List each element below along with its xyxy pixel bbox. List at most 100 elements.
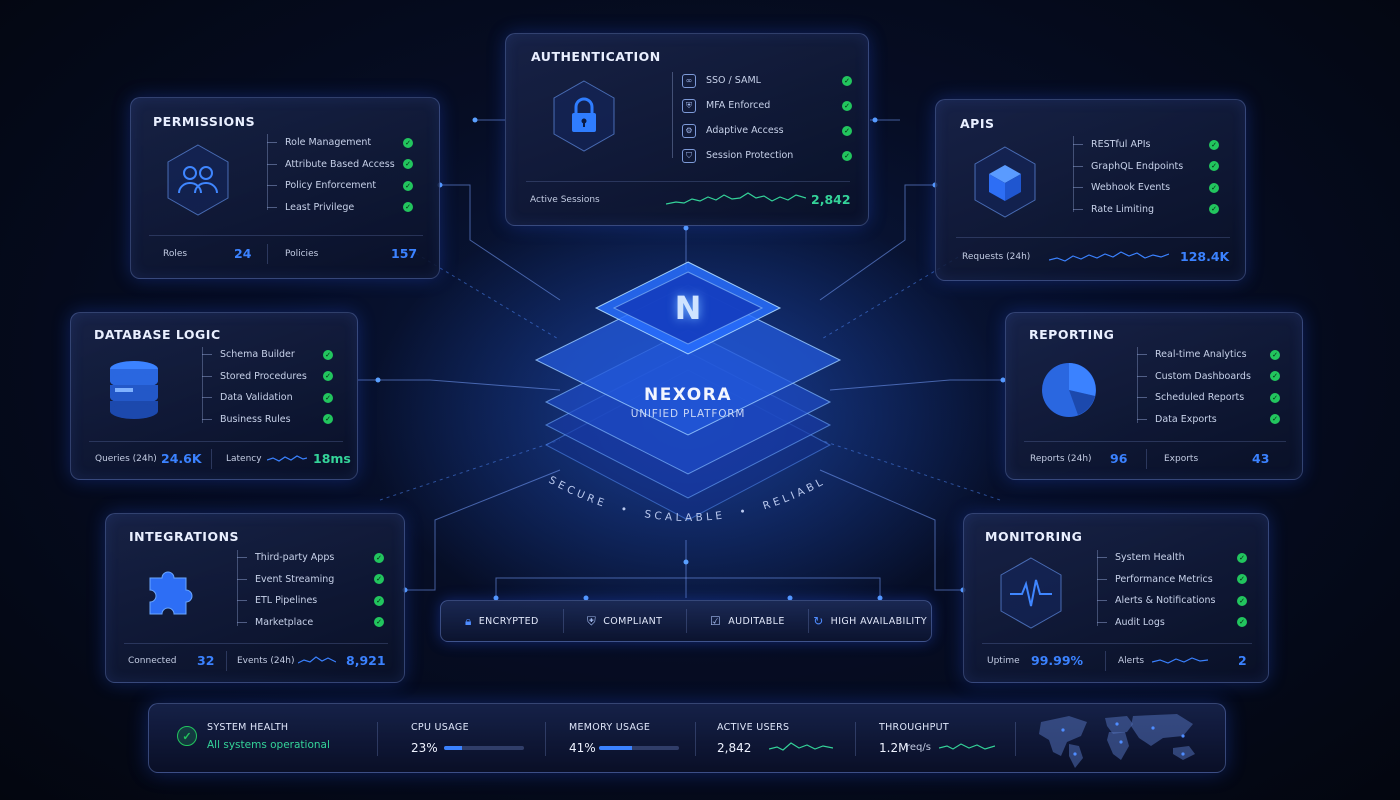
stat-label: Events (24h)	[237, 656, 295, 666]
stat-label: Alerts	[1118, 656, 1145, 666]
database-panel[interactable]: DATABASE LOGIC Schema Builder✓ Stored Pr…	[70, 312, 358, 480]
check-icon: ✓	[1270, 349, 1280, 360]
check-icon: ✓	[1270, 414, 1280, 425]
authentication-panel[interactable]: AUTHENTICATION ∞ SSO / SAML✓ ⛨ MFA Enfor…	[505, 33, 869, 226]
feature-system-health: System Health✓	[1097, 547, 1247, 569]
badge-auditable[interactable]: ☑ AUDITABLE	[687, 609, 810, 633]
memory-label: MEMORY USAGE	[569, 722, 651, 733]
health-label: SYSTEM HEALTH	[207, 722, 289, 733]
feature-least-privilege: Least Privilege✓	[267, 197, 413, 219]
feature-data-exports: Data Exports✓	[1137, 409, 1280, 431]
stat-label: Connected	[128, 656, 177, 666]
refresh-icon: ↻	[813, 614, 824, 628]
pie-chart-icon	[1042, 363, 1096, 417]
reporting-panel[interactable]: REPORTING Real-time Analytics✓ Custom Da…	[1005, 312, 1303, 480]
feature-business-rules: Business Rules✓	[202, 409, 333, 431]
latency-sparkline	[267, 455, 307, 462]
check-icon: ✓	[323, 414, 333, 425]
stat-label: Exports	[1164, 454, 1199, 464]
feature-event-streaming: Event Streaming✓	[237, 569, 384, 591]
events-sparkline	[298, 656, 336, 664]
check-icon: ✓	[374, 617, 384, 628]
connected-value: 32	[197, 653, 215, 668]
users-value: 2,842	[717, 741, 752, 755]
system-status-bar: ✓ SYSTEM HEALTH All systems operational …	[148, 703, 1226, 773]
stat-label: Policies	[285, 249, 319, 259]
link-icon: ∞	[682, 73, 696, 88]
roles-value: 24	[234, 246, 252, 261]
check-icon: ✓	[842, 125, 852, 136]
feature-sso-saml: ∞ SSO / SAML✓	[682, 68, 852, 93]
throughput-unit: req/s	[906, 742, 931, 753]
feature-scheduled-reports: Scheduled Reports✓	[1137, 387, 1280, 409]
check-icon: ✓	[842, 150, 852, 161]
permissions-panel[interactable]: PERMISSIONS Role Management✓ Attribute B…	[130, 97, 440, 279]
events-value: 8,921	[346, 653, 386, 668]
alerts-sparkline	[1152, 657, 1208, 664]
lock-icon: 🔒︎	[464, 613, 472, 628]
puzzle-icon	[149, 571, 193, 615]
check-icon: ✓	[374, 595, 384, 606]
stat-label: Requests (24h)	[962, 252, 1031, 262]
users-icon	[167, 144, 229, 216]
apis-panel[interactable]: APIS RESTful APIs✓ GraphQL Endpoints✓ We…	[935, 99, 1246, 281]
panel-title: DATABASE LOGIC	[94, 327, 221, 342]
feature-audit-logs: Audit Logs✓	[1097, 612, 1247, 634]
latency-value: 18ms	[313, 451, 351, 466]
panel-title: AUTHENTICATION	[531, 49, 661, 64]
check-icon: ✓	[1209, 161, 1219, 172]
stat-label: Active Sessions	[530, 195, 600, 205]
panel-title: PERMISSIONS	[153, 114, 256, 129]
uptime-value: 99.99%	[1031, 653, 1084, 668]
platform-stack	[534, 261, 842, 521]
check-icon: ✓	[1237, 595, 1247, 606]
check-icon: ✓	[1270, 371, 1280, 382]
memory-value: 41%	[569, 741, 596, 755]
badge-compliant[interactable]: ⛨ COMPLIANT	[564, 609, 687, 633]
check-icon: ✓	[323, 371, 333, 382]
panel-title: REPORTING	[1029, 327, 1115, 342]
feature-graphql: GraphQL Endpoints✓	[1073, 156, 1219, 178]
feature-restful-apis: RESTful APIs✓	[1073, 134, 1219, 156]
memory-progress	[599, 746, 679, 750]
badge-encrypted[interactable]: 🔒︎ ENCRYPTED	[441, 609, 564, 633]
feature-policy-enforcement: Policy Enforcement✓	[267, 175, 413, 197]
feature-stored-procedures: Stored Procedures✓	[202, 366, 333, 388]
queries-value: 24.6K	[161, 451, 202, 466]
feature-etl-pipelines: ETL Pipelines✓	[237, 590, 384, 612]
nexora-logo: N	[674, 289, 702, 327]
feature-session-protection: ⛉ Session Protection✓	[682, 143, 852, 168]
stat-label: Roles	[163, 249, 188, 259]
throughput-value: 1.2M	[879, 741, 909, 755]
stat-label: Latency	[226, 454, 262, 464]
sessions-sparkline	[666, 192, 806, 205]
check-icon: ✓	[374, 574, 384, 585]
check-icon: ✓	[1270, 392, 1280, 403]
feature-schema-builder: Schema Builder✓	[202, 344, 333, 366]
check-icon: ✓	[403, 159, 413, 170]
trust-badges-bar: 🔒︎ ENCRYPTED ⛨ COMPLIANT ☑ AUDITABLE ↻ H…	[440, 600, 932, 642]
database-icon	[110, 361, 158, 419]
badge-high-availability[interactable]: ↻ HIGH AVAILABILITY	[813, 614, 928, 628]
check-icon: ✓	[1237, 574, 1247, 585]
shield-key-icon: ⛨	[682, 98, 696, 113]
throughput-label: THROUGHPUT	[879, 722, 949, 733]
feature-webhooks: Webhook Events✓	[1073, 177, 1219, 199]
stat-label: Uptime	[987, 656, 1020, 666]
users-label: ACTIVE USERS	[717, 722, 790, 733]
stat-label: Reports (24h)	[1030, 454, 1092, 464]
panel-title: INTEGRATIONS	[129, 529, 240, 544]
check-icon: ✓	[842, 75, 852, 86]
panel-title: APIS	[960, 116, 995, 131]
integrations-panel[interactable]: INTEGRATIONS Third-party Apps✓ Event Str…	[105, 513, 405, 683]
clipboard-check-icon: ☑	[710, 614, 722, 628]
panel-title: MONITORING	[985, 529, 1083, 544]
feature-custom-dashboards: Custom Dashboards✓	[1137, 366, 1280, 388]
check-icon: ✓	[1209, 139, 1219, 150]
platform-subtitle: UNIFIED PLATFORM	[630, 408, 746, 420]
stat-label: Queries (24h)	[95, 454, 157, 464]
monitoring-panel[interactable]: MONITORING System Health✓ Performance Me…	[963, 513, 1269, 683]
exports-value: 43	[1252, 451, 1270, 466]
